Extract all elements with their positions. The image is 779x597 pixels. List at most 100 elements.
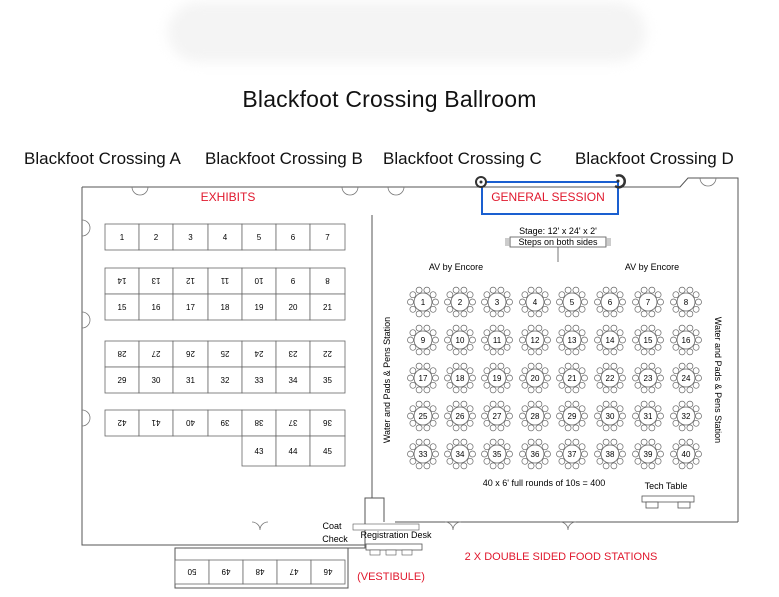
booth-36 bbox=[309, 409, 346, 437]
table-30: 30 bbox=[594, 400, 626, 432]
booth-label: 6 bbox=[291, 233, 296, 242]
table-18: 18 bbox=[444, 362, 476, 394]
booth-label: 31 bbox=[186, 376, 195, 385]
booth-16 bbox=[138, 293, 174, 321]
booth-38 bbox=[241, 409, 277, 437]
table-number: 8 bbox=[684, 298, 689, 307]
table-number: 3 bbox=[495, 298, 500, 307]
booth-22 bbox=[309, 340, 346, 368]
booth-label: 41 bbox=[151, 418, 160, 427]
table-number: 13 bbox=[568, 336, 577, 345]
room-walls bbox=[81, 177, 739, 589]
booth-50 bbox=[174, 559, 210, 585]
table-number: 11 bbox=[493, 336, 502, 345]
booth-label: 36 bbox=[323, 418, 332, 427]
projector-icon bbox=[614, 174, 626, 189]
table-12: 12 bbox=[519, 324, 551, 356]
table-number: 20 bbox=[531, 374, 540, 383]
table-3: 3 bbox=[481, 286, 513, 318]
booth-32 bbox=[207, 366, 243, 394]
coat-check-label-2: Check bbox=[322, 534, 348, 544]
booth-3 bbox=[172, 223, 209, 251]
booth-label: 39 bbox=[220, 418, 229, 427]
registration-desk: Registration Desk bbox=[360, 530, 432, 556]
booth-label: 11 bbox=[220, 276, 229, 285]
table-28: 28 bbox=[519, 400, 551, 432]
vestibule-label: (VESTIBULE) bbox=[357, 571, 425, 583]
table-number: 4 bbox=[533, 298, 538, 307]
booth-label: 45 bbox=[323, 447, 332, 456]
booth-label: 28 bbox=[117, 349, 126, 358]
booth-7 bbox=[309, 223, 346, 251]
registration-desk-label: Registration Desk bbox=[360, 530, 432, 540]
table-number: 9 bbox=[421, 336, 426, 345]
table-number: 40 bbox=[682, 450, 691, 459]
booth-label: 9 bbox=[290, 276, 295, 285]
booth-label: 10 bbox=[254, 276, 263, 285]
booth-35 bbox=[309, 366, 346, 394]
rounds-note: 40 x 6' full rounds of 10s = 400 bbox=[483, 478, 606, 488]
booth-24 bbox=[241, 340, 277, 368]
booth-label: 22 bbox=[323, 349, 332, 358]
table-number: 39 bbox=[644, 450, 653, 459]
av-left-label: AV by Encore bbox=[429, 262, 483, 272]
booth-label: 24 bbox=[254, 349, 263, 358]
table-29: 29 bbox=[556, 400, 588, 432]
general-session-box bbox=[481, 181, 619, 215]
table-number: 22 bbox=[606, 374, 615, 383]
table-7: 7 bbox=[632, 286, 664, 318]
booth-label: 26 bbox=[186, 349, 195, 358]
table-22: 22 bbox=[594, 362, 626, 394]
coat-check-label: Coat bbox=[322, 521, 342, 531]
booth-label: 5 bbox=[257, 233, 262, 242]
general-session-label: GENERAL SESSION bbox=[491, 190, 605, 204]
stage-label: Stage: 12' x 24' x 2' bbox=[519, 226, 597, 236]
table-27: 27 bbox=[481, 400, 513, 432]
table-number: 31 bbox=[644, 412, 653, 421]
page-title: Blackfoot Crossing Ballroom bbox=[242, 86, 537, 112]
table-19: 19 bbox=[481, 362, 513, 394]
door-swings bbox=[81, 177, 717, 531]
booth-label: 32 bbox=[221, 376, 230, 385]
booth-41 bbox=[138, 409, 174, 437]
table-number: 10 bbox=[456, 336, 465, 345]
booth-9 bbox=[275, 267, 311, 295]
table-25: 25 bbox=[407, 400, 439, 432]
table-number: 19 bbox=[493, 374, 502, 383]
table-10: 10 bbox=[444, 324, 476, 356]
booth-label: 16 bbox=[152, 303, 161, 312]
booth-46 bbox=[310, 559, 346, 585]
water-station-left-label: Water and Pads & Pens Station bbox=[382, 317, 392, 443]
booth-label: 37 bbox=[288, 418, 297, 427]
booth-label: 18 bbox=[221, 303, 230, 312]
camera-icon bbox=[475, 176, 487, 188]
booth-31 bbox=[172, 366, 209, 394]
av-right-label: AV by Encore bbox=[625, 262, 679, 272]
room-label-a: Blackfoot Crossing A bbox=[24, 149, 181, 168]
booth-label: 30 bbox=[152, 376, 161, 385]
table-15: 15 bbox=[632, 324, 664, 356]
table-21: 21 bbox=[556, 362, 588, 394]
table-35: 35 bbox=[481, 438, 513, 470]
table-number: 5 bbox=[570, 298, 575, 307]
table-number: 34 bbox=[456, 450, 465, 459]
booth-label: 44 bbox=[289, 447, 298, 456]
booth-label: 49 bbox=[221, 567, 230, 576]
table-number: 18 bbox=[456, 374, 465, 383]
table-number: 17 bbox=[419, 374, 428, 383]
booth-label: 34 bbox=[289, 376, 298, 385]
booth-label: 27 bbox=[151, 349, 160, 358]
table-number: 24 bbox=[682, 374, 691, 383]
booth-label: 21 bbox=[323, 303, 332, 312]
table-26: 26 bbox=[444, 400, 476, 432]
table-number: 16 bbox=[682, 336, 691, 345]
table-number: 15 bbox=[644, 336, 653, 345]
booth-label: 12 bbox=[186, 276, 195, 285]
booth-4 bbox=[207, 223, 243, 251]
booth-27 bbox=[138, 340, 174, 368]
booth-43 bbox=[241, 435, 277, 467]
table-37: 37 bbox=[556, 438, 588, 470]
table-13: 13 bbox=[556, 324, 588, 356]
table-2: 2 bbox=[444, 286, 476, 318]
